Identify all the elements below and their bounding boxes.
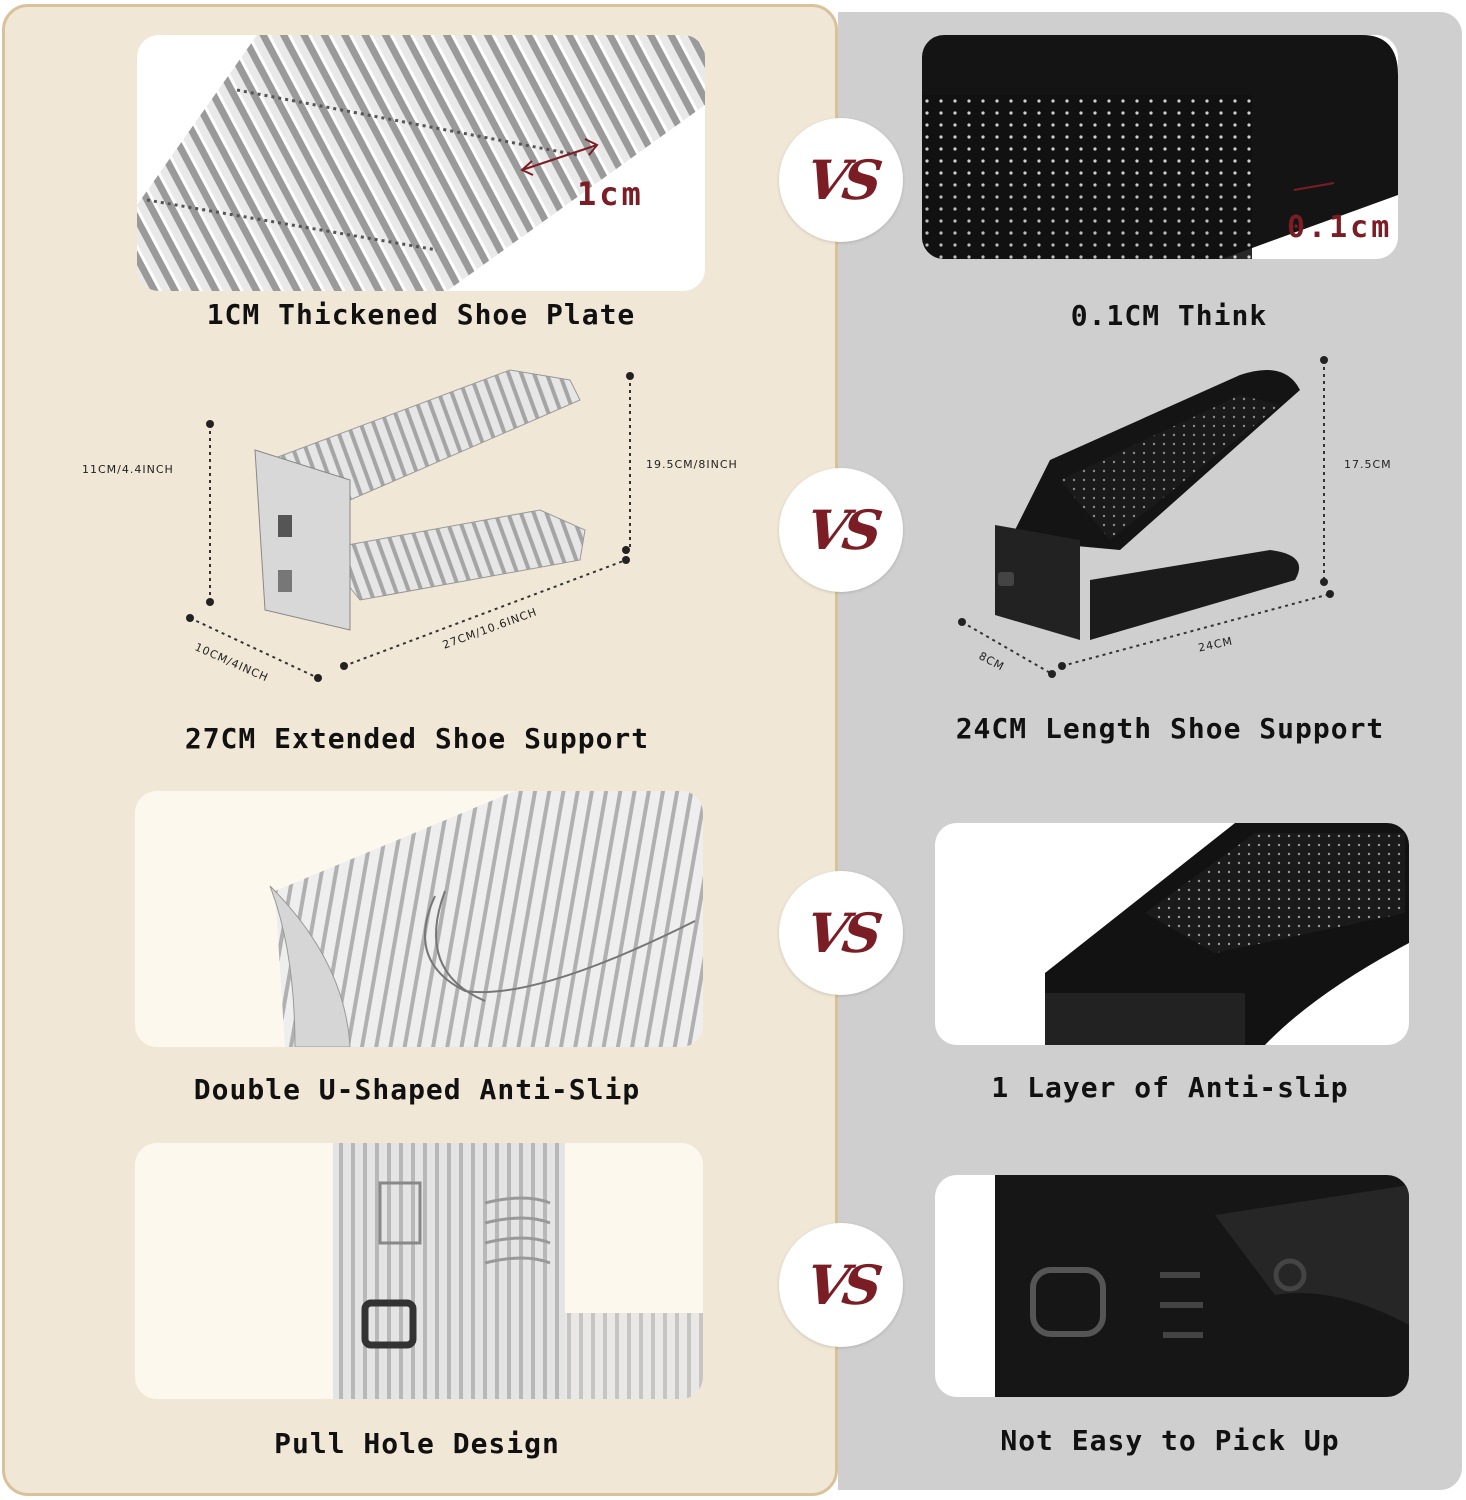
pick-up-image (935, 1175, 1409, 1397)
black-dimensions-diagram: 17.5CM 8CM 24CM (940, 350, 1450, 690)
extended-support-caption: 27CM Extended Shoe Support (184, 722, 650, 755)
clear-dimensions-diagram: 11CM/4.4INCH 19.5CM/8INCH 10CM/4INCH 27C… (80, 360, 780, 700)
thickness-measure-label: 1cm (577, 175, 644, 213)
black-height-dimension-label: 17.5CM (1344, 458, 1392, 471)
clear-shoe-rack-graphic (186, 369, 634, 682)
thin-plate-image: 0.1cm (922, 35, 1398, 259)
vs-badge-3: VS (779, 871, 903, 995)
vs-badge-4: VS (779, 1223, 903, 1347)
vs-badge-1: VS (779, 118, 903, 242)
clear-plate-ribs-graphic (137, 35, 705, 291)
vs-badge-2: VS (779, 468, 903, 592)
single-antislip-caption: 1 Layer of Anti-slip (991, 1071, 1349, 1104)
thin-plate-caption: 0.1CM Think (1070, 299, 1268, 332)
double-antislip-image (135, 791, 703, 1047)
pick-up-caption: Not Easy to Pick Up (1000, 1424, 1340, 1457)
vs-text: VS (802, 148, 880, 212)
black-single-layer-graphic (1045, 823, 1409, 1045)
double-antislip-caption: Double U-Shaped Anti-Slip (193, 1073, 641, 1106)
length-support-caption: 24CM Length Shoe Support (955, 712, 1385, 745)
total-height-dimension-label: 19.5CM/8INCH (646, 458, 738, 471)
vs-text: VS (802, 1253, 880, 1317)
vs-text: VS (802, 901, 880, 965)
thinness-measure-label: 0.1cm (1287, 210, 1393, 245)
black-shoe-rack-graphic (958, 356, 1334, 678)
thick-plate-image: 1cm (137, 35, 705, 291)
clear-pull-hole-graphic (333, 1143, 703, 1399)
thick-plate-caption: 1CM Thickened Shoe Plate (206, 298, 636, 331)
height-dimension-label: 11CM/4.4INCH (82, 463, 174, 476)
pull-hole-caption: Pull Hole Design (274, 1427, 560, 1460)
black-plate-dots-graphic (922, 35, 1398, 259)
pull-hole-image (135, 1143, 703, 1399)
clear-u-shape-graphic (269, 791, 703, 1047)
vs-text: VS (802, 498, 880, 562)
black-side-graphic (995, 1175, 1409, 1397)
single-antislip-image (935, 823, 1409, 1045)
